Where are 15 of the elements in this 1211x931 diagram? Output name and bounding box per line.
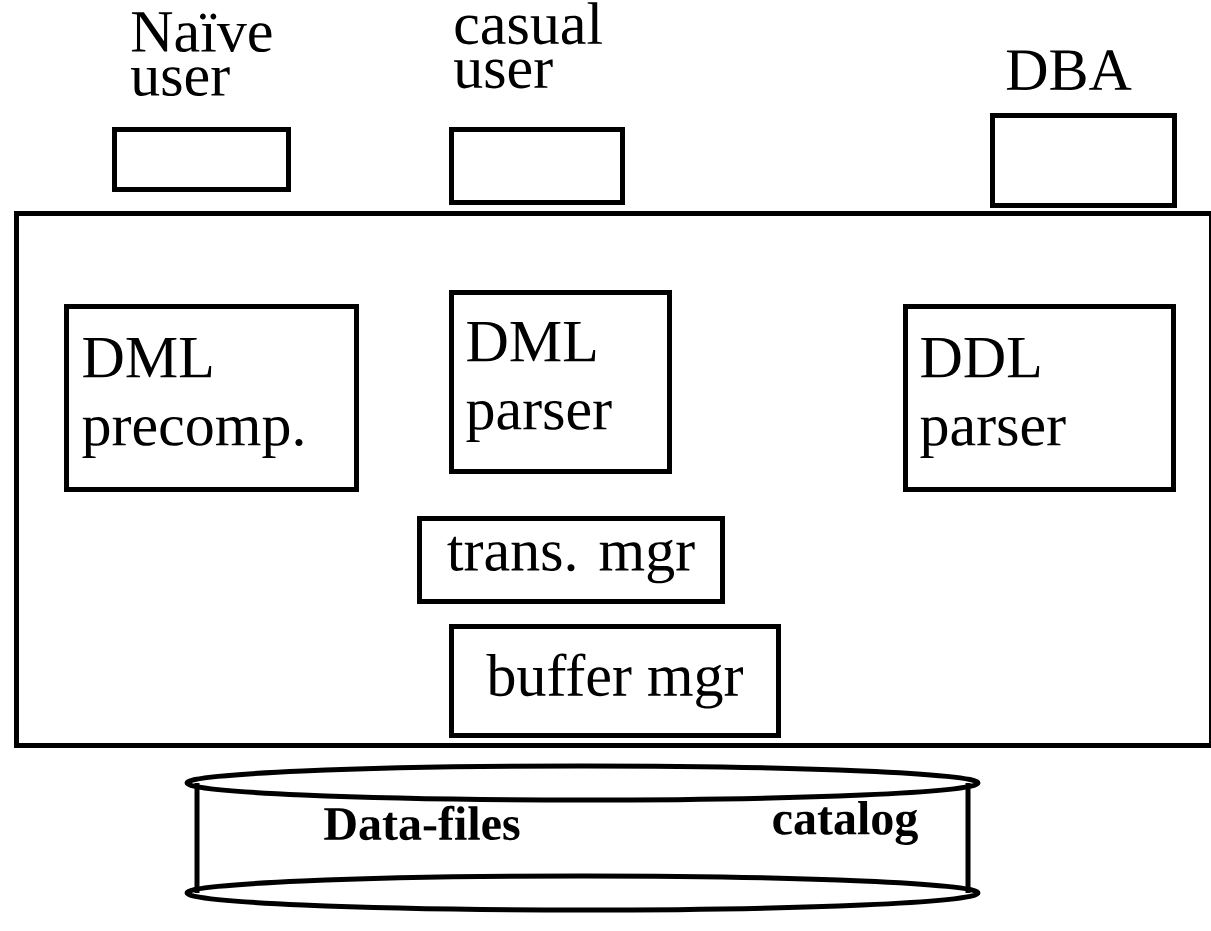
node-label: catalog [773,801,918,845]
user-box: casual user [449,2,625,205]
system-box [14,211,1211,748]
module-box: DML parser [449,290,672,474]
database-cylinder: Data-files catalog [184,763,981,913]
module-box: DML precomp. [64,304,359,492]
user-box: Naïve user [112,12,291,192]
node-label: casual user [453,2,602,89]
module-box: trans. mgr [417,516,725,604]
user-box: DBA [990,50,1177,208]
node-label: Naïve user [130,12,272,97]
module-box: DDL parser [903,304,1176,492]
module-box: buffer mgr [449,624,781,738]
node-label: DBA [1006,50,1132,90]
node-label: Data-files [324,805,520,841]
